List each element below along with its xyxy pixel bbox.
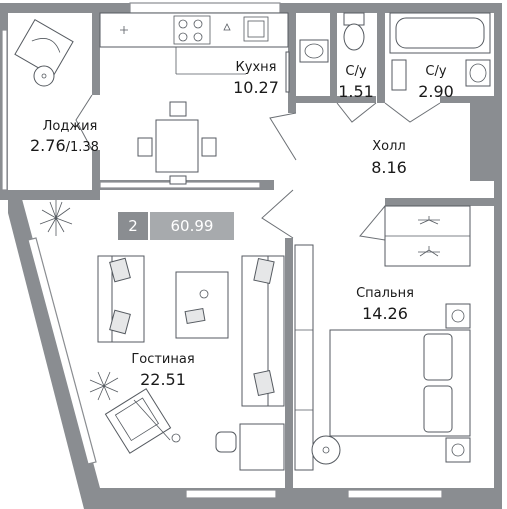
room-labels: Кухня 10.27 С/у 1.51 С/у 2.90 Лоджия 2.7… [30,60,454,389]
wc1-name: С/у [345,64,366,79]
doors [75,94,441,241]
plant-icon [39,200,119,401]
room-count: 2 [128,217,138,235]
loggia-name: Лоджия [43,119,98,134]
bathroom-fixtures [299,12,491,91]
total-area: 60.99 [171,217,214,235]
apartment-badge: 2 60.99 [118,212,234,240]
living-name: Гостиная [131,352,194,367]
bedroom-furniture [294,244,471,471]
kitchen-area: 10.27 [233,78,279,97]
living-furniture [97,255,285,471]
bedroom-name: Спальня [356,286,414,301]
wc1-area: 1.51 [338,82,374,101]
kitchen-name: Кухня [236,60,277,75]
loggia-area: 2.76/1.38 [30,136,99,155]
hall-name: Холл [372,139,405,154]
windows [1,2,443,499]
wc2-name: С/у [425,64,446,79]
bedroom-area: 14.26 [362,304,408,323]
loggia-furniture [14,18,74,87]
hall-area: 8.16 [371,158,407,177]
wardrobe [384,205,471,267]
kitchen-furniture [99,12,290,185]
living-area: 22.51 [140,370,186,389]
wc2-area: 2.90 [418,82,454,101]
